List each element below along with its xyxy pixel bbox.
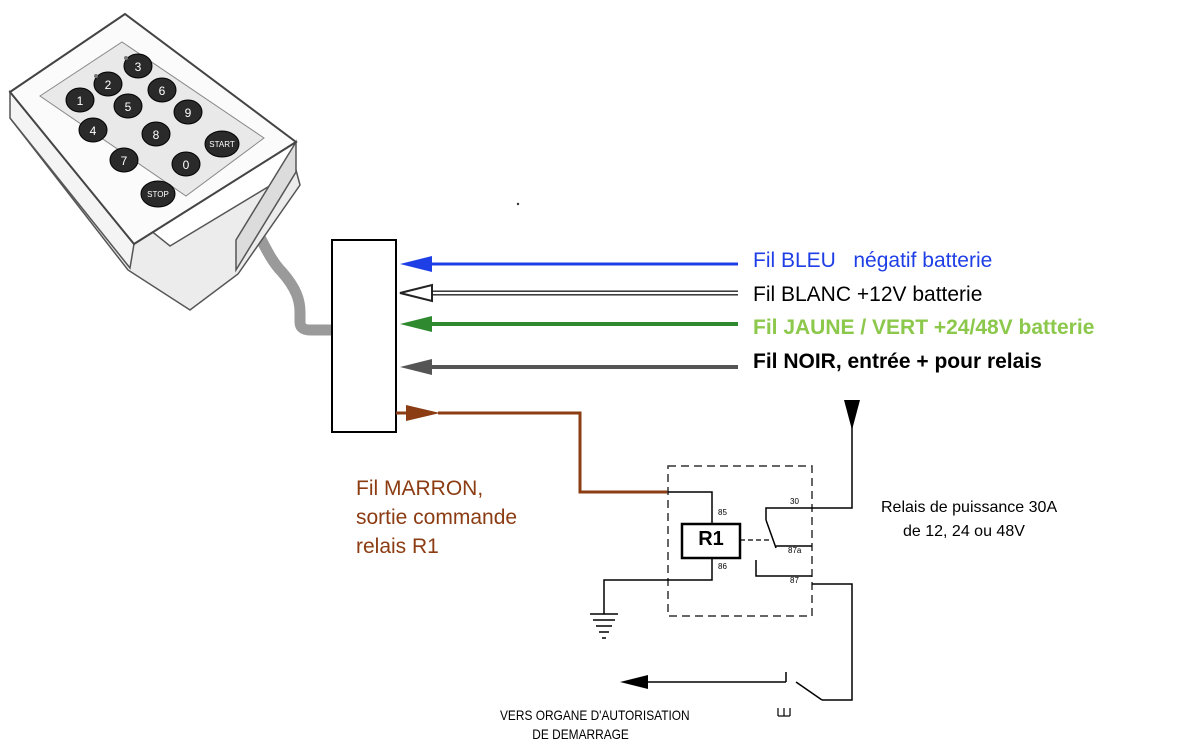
label-fil-bleu-name: Fil BLEU bbox=[753, 249, 836, 272]
label-fil-marron-line2: sortie commande bbox=[356, 506, 518, 529]
key-0[interactable]: 0 bbox=[171, 151, 201, 177]
label-fil-blanc-name: Fil BLANC bbox=[753, 283, 852, 306]
key-8-label: 8 bbox=[153, 128, 160, 142]
key-3[interactable]: 3 bbox=[123, 53, 153, 79]
key-9[interactable]: 9 bbox=[173, 99, 203, 125]
relay-housing-dashed bbox=[667, 465, 813, 617]
relay-coil bbox=[680, 522, 742, 560]
key-3-label: 3 bbox=[135, 60, 142, 74]
key-7-label: 7 bbox=[121, 154, 128, 168]
keypad-device: 1 2 3 4 5 6 7 8 9 0 START STOP bbox=[8, 12, 338, 336]
feed-terminal-icon bbox=[844, 400, 860, 430]
stray-dot bbox=[516, 202, 520, 206]
wire-marron bbox=[396, 405, 668, 494]
pin-87: 87 bbox=[790, 576, 799, 585]
label-destination-line1: VERS ORGANE D'AUTORISATION bbox=[500, 707, 690, 723]
stop-key-label: STOP bbox=[147, 190, 169, 199]
pin-87a: 87a bbox=[788, 546, 802, 555]
pin-30: 30 bbox=[790, 497, 799, 506]
led-indicator-2 bbox=[124, 56, 128, 60]
label-relay-desc-line2: de 12, 24 ou 48V bbox=[903, 523, 1025, 540]
wire-bleu bbox=[400, 256, 738, 272]
key-9-label: 9 bbox=[185, 106, 192, 120]
stop-key[interactable]: STOP bbox=[140, 180, 176, 208]
label-fil-noir: Fil NOIR, entrée + pour relais bbox=[753, 350, 1042, 373]
key-6[interactable]: 6 bbox=[147, 77, 177, 103]
label-fil-blanc-desc: +12V batterie bbox=[856, 283, 983, 306]
keypad-keys: 1 2 3 4 5 6 7 8 9 0 START STOP bbox=[65, 53, 240, 208]
label-fil-marron: Fil MARRON, sortie commande relais R1 bbox=[356, 474, 517, 561]
key-5-label: 5 bbox=[125, 100, 132, 114]
wire-jaune-vert bbox=[400, 316, 738, 332]
start-key-label: START bbox=[209, 140, 235, 149]
label-relay-desc-line1: Relais de puissance 30A bbox=[881, 499, 1058, 516]
label-fil-bleu-desc: négatif batterie bbox=[853, 249, 993, 272]
destination-arrow bbox=[620, 675, 762, 689]
label-fil-bleu: Fil BLEU négatif batterie bbox=[753, 249, 992, 273]
junction-box bbox=[331, 239, 397, 433]
key-2[interactable]: 2 bbox=[93, 71, 123, 97]
label-fil-marron-line3: relais R1 bbox=[356, 535, 439, 558]
key-4[interactable]: 4 bbox=[78, 117, 108, 143]
label-fil-jaune-vert: Fil JAUNE / VERT +24/48V batterie bbox=[753, 316, 1095, 339]
label-relay-desc: Relais de puissance 30A de 12, 24 ou 48V bbox=[881, 496, 1057, 544]
keypad-side-right bbox=[235, 139, 297, 273]
key-0-label: 0 bbox=[183, 158, 190, 172]
switch-icon bbox=[762, 672, 823, 717]
key-6-label: 6 bbox=[159, 84, 166, 98]
pin-85: 85 bbox=[718, 508, 727, 517]
wire-blanc bbox=[399, 283, 738, 303]
key-4-label: 4 bbox=[90, 124, 97, 138]
keypad-side-bottom bbox=[9, 117, 301, 311]
key-1-label: 1 bbox=[77, 94, 84, 108]
key-7[interactable]: 7 bbox=[109, 147, 139, 173]
label-fil-marron-line1: Fil MARRON, bbox=[356, 477, 484, 500]
label-destination-line2: DE DEMARRAGE bbox=[532, 726, 629, 740]
key-8[interactable]: 8 bbox=[141, 121, 171, 147]
key-2-label: 2 bbox=[105, 78, 112, 92]
label-destination: VERS ORGANE D'AUTORISATION DE DEMARRAGE bbox=[500, 706, 690, 740]
ground-icon bbox=[590, 613, 618, 639]
keypad-cable bbox=[246, 216, 338, 336]
key-5[interactable]: 5 bbox=[113, 93, 143, 119]
wire-noir bbox=[400, 359, 738, 375]
relay-name: R1 bbox=[698, 528, 724, 550]
key-1[interactable]: 1 bbox=[65, 87, 95, 113]
start-key[interactable]: START bbox=[204, 130, 240, 158]
label-fil-blanc: Fil BLANC +12V batterie bbox=[753, 283, 982, 307]
relay bbox=[590, 400, 860, 717]
pin-86: 86 bbox=[718, 562, 727, 571]
led-indicator bbox=[94, 74, 98, 78]
